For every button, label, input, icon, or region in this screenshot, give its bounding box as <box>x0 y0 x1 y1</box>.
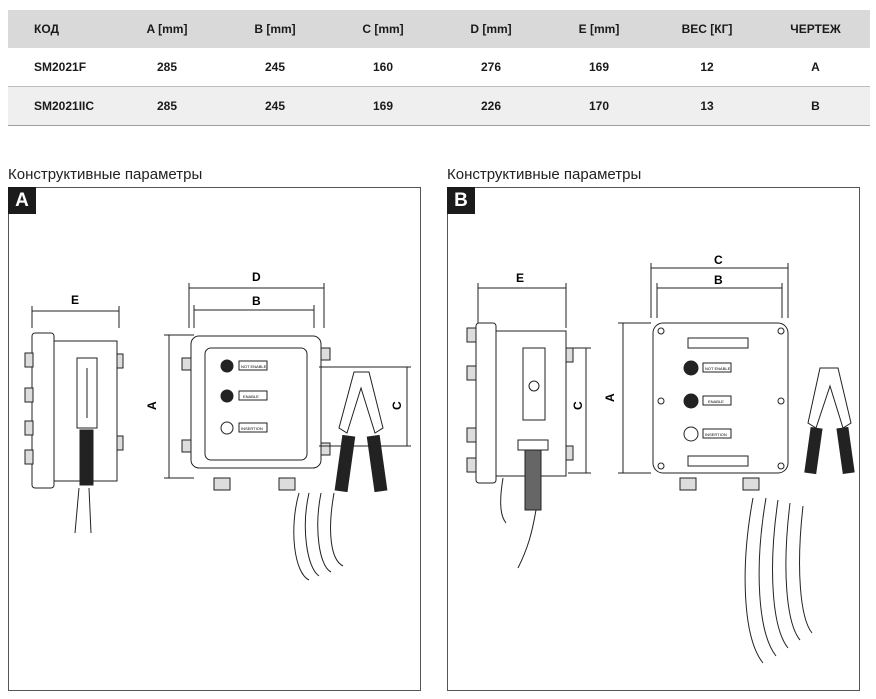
cell-b: 245 <box>221 86 329 126</box>
cell-c: 160 <box>329 48 437 87</box>
cell-drawing: B <box>761 86 870 126</box>
table-row: SM2021F 285 245 160 276 169 12 A <box>8 48 870 87</box>
drawing-a-svg: E D B A C NOT ENABLE ENABLE INSERTION <box>24 270 411 581</box>
spec-table: КОД A [mm] B [mm] C [mm] D [mm] E [mm] В… <box>8 10 870 126</box>
front-view-b <box>618 263 855 664</box>
header-e: E [mm] <box>545 10 653 48</box>
drawing-badge-b: B <box>447 187 475 214</box>
dim-label-e: E <box>71 293 79 307</box>
header-drawing: ЧЕРТЕЖ <box>761 10 870 48</box>
dim-label-e: E <box>516 271 524 285</box>
dim-label-d: D <box>252 270 261 284</box>
table-row: SM2021IIC 285 245 169 226 170 13 B <box>8 86 870 126</box>
drawing-panel-a: E D B A C NOT ENABLE ENABLE INSERTION A <box>8 187 421 691</box>
button-label-not-enable: NOT ENABLE <box>705 366 731 371</box>
cell-weight: 13 <box>653 86 761 126</box>
section-title-b: Конструктивные параметры <box>447 166 642 183</box>
button-label-not-enable: NOT ENABLE <box>241 364 267 369</box>
cell-d: 226 <box>437 86 545 126</box>
cell-e: 170 <box>545 86 653 126</box>
dim-label-b: B <box>252 294 261 308</box>
button-label-enable: ENABLE <box>708 399 724 404</box>
cell-c: 169 <box>329 86 437 126</box>
header-code: КОД <box>8 10 113 48</box>
front-view-a <box>164 283 411 581</box>
header-c: C [mm] <box>329 10 437 48</box>
table-header-row: КОД A [mm] B [mm] C [mm] D [mm] E [mm] В… <box>8 10 870 48</box>
drawing-panel-b: E C B A C NOT ENABLE ENABLE INSERTION B <box>447 187 860 691</box>
header-a: A [mm] <box>113 10 221 48</box>
dim-label-a: A <box>145 401 159 410</box>
cell-a: 285 <box>113 48 221 87</box>
header-d: D [mm] <box>437 10 545 48</box>
side-view-b <box>466 283 591 569</box>
header-b: B [mm] <box>221 10 329 48</box>
button-label-insertion: INSERTION <box>241 426 263 431</box>
dim-label-b: B <box>714 273 723 287</box>
side-view-a <box>24 306 124 534</box>
section-title-a: Конструктивные параметры <box>8 166 203 183</box>
cell-code: SM2021IIC <box>8 86 113 126</box>
cell-e: 169 <box>545 48 653 87</box>
dim-label-c: C <box>714 253 723 267</box>
header-weight: ВЕС [КГ] <box>653 10 761 48</box>
button-label-insertion: INSERTION <box>705 432 727 437</box>
button-label-enable: ENABLE <box>243 394 259 399</box>
drawing-b-svg: E C B A C NOT ENABLE ENABLE INSERTION <box>466 253 855 664</box>
dim-label-a: A <box>603 393 617 402</box>
cell-b: 245 <box>221 48 329 87</box>
dim-label-c: C <box>390 401 404 410</box>
cell-drawing: A <box>761 48 870 87</box>
cell-a: 285 <box>113 86 221 126</box>
cell-d: 276 <box>437 48 545 87</box>
cell-weight: 12 <box>653 48 761 87</box>
dim-label-c-side: C <box>571 401 585 410</box>
cell-code: SM2021F <box>8 48 113 87</box>
drawing-badge-a: A <box>8 187 36 214</box>
